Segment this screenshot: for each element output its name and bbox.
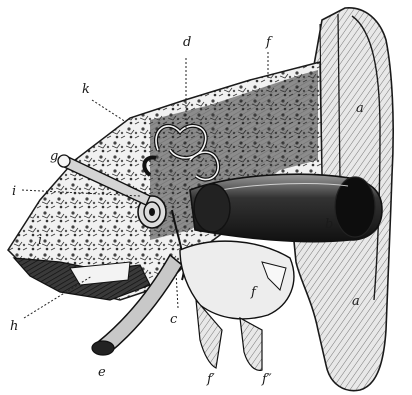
label-c: c [170,312,178,327]
lower-cartilage [180,241,294,370]
label-i-lower: i [38,233,42,248]
label-f-prime: f′ [206,372,215,387]
label-b: b [325,217,333,232]
label-g: g [50,149,58,164]
label-k: k [82,82,90,97]
label-a-top: a [356,101,364,116]
label-d: d [183,35,191,50]
label-a-bottom: a [352,294,360,309]
label-f-double-prime: f″ [261,372,272,387]
label-h: h [10,319,18,334]
label-f-top: f [265,35,273,50]
label-i: i [12,184,16,199]
label-e: e [98,365,106,380]
